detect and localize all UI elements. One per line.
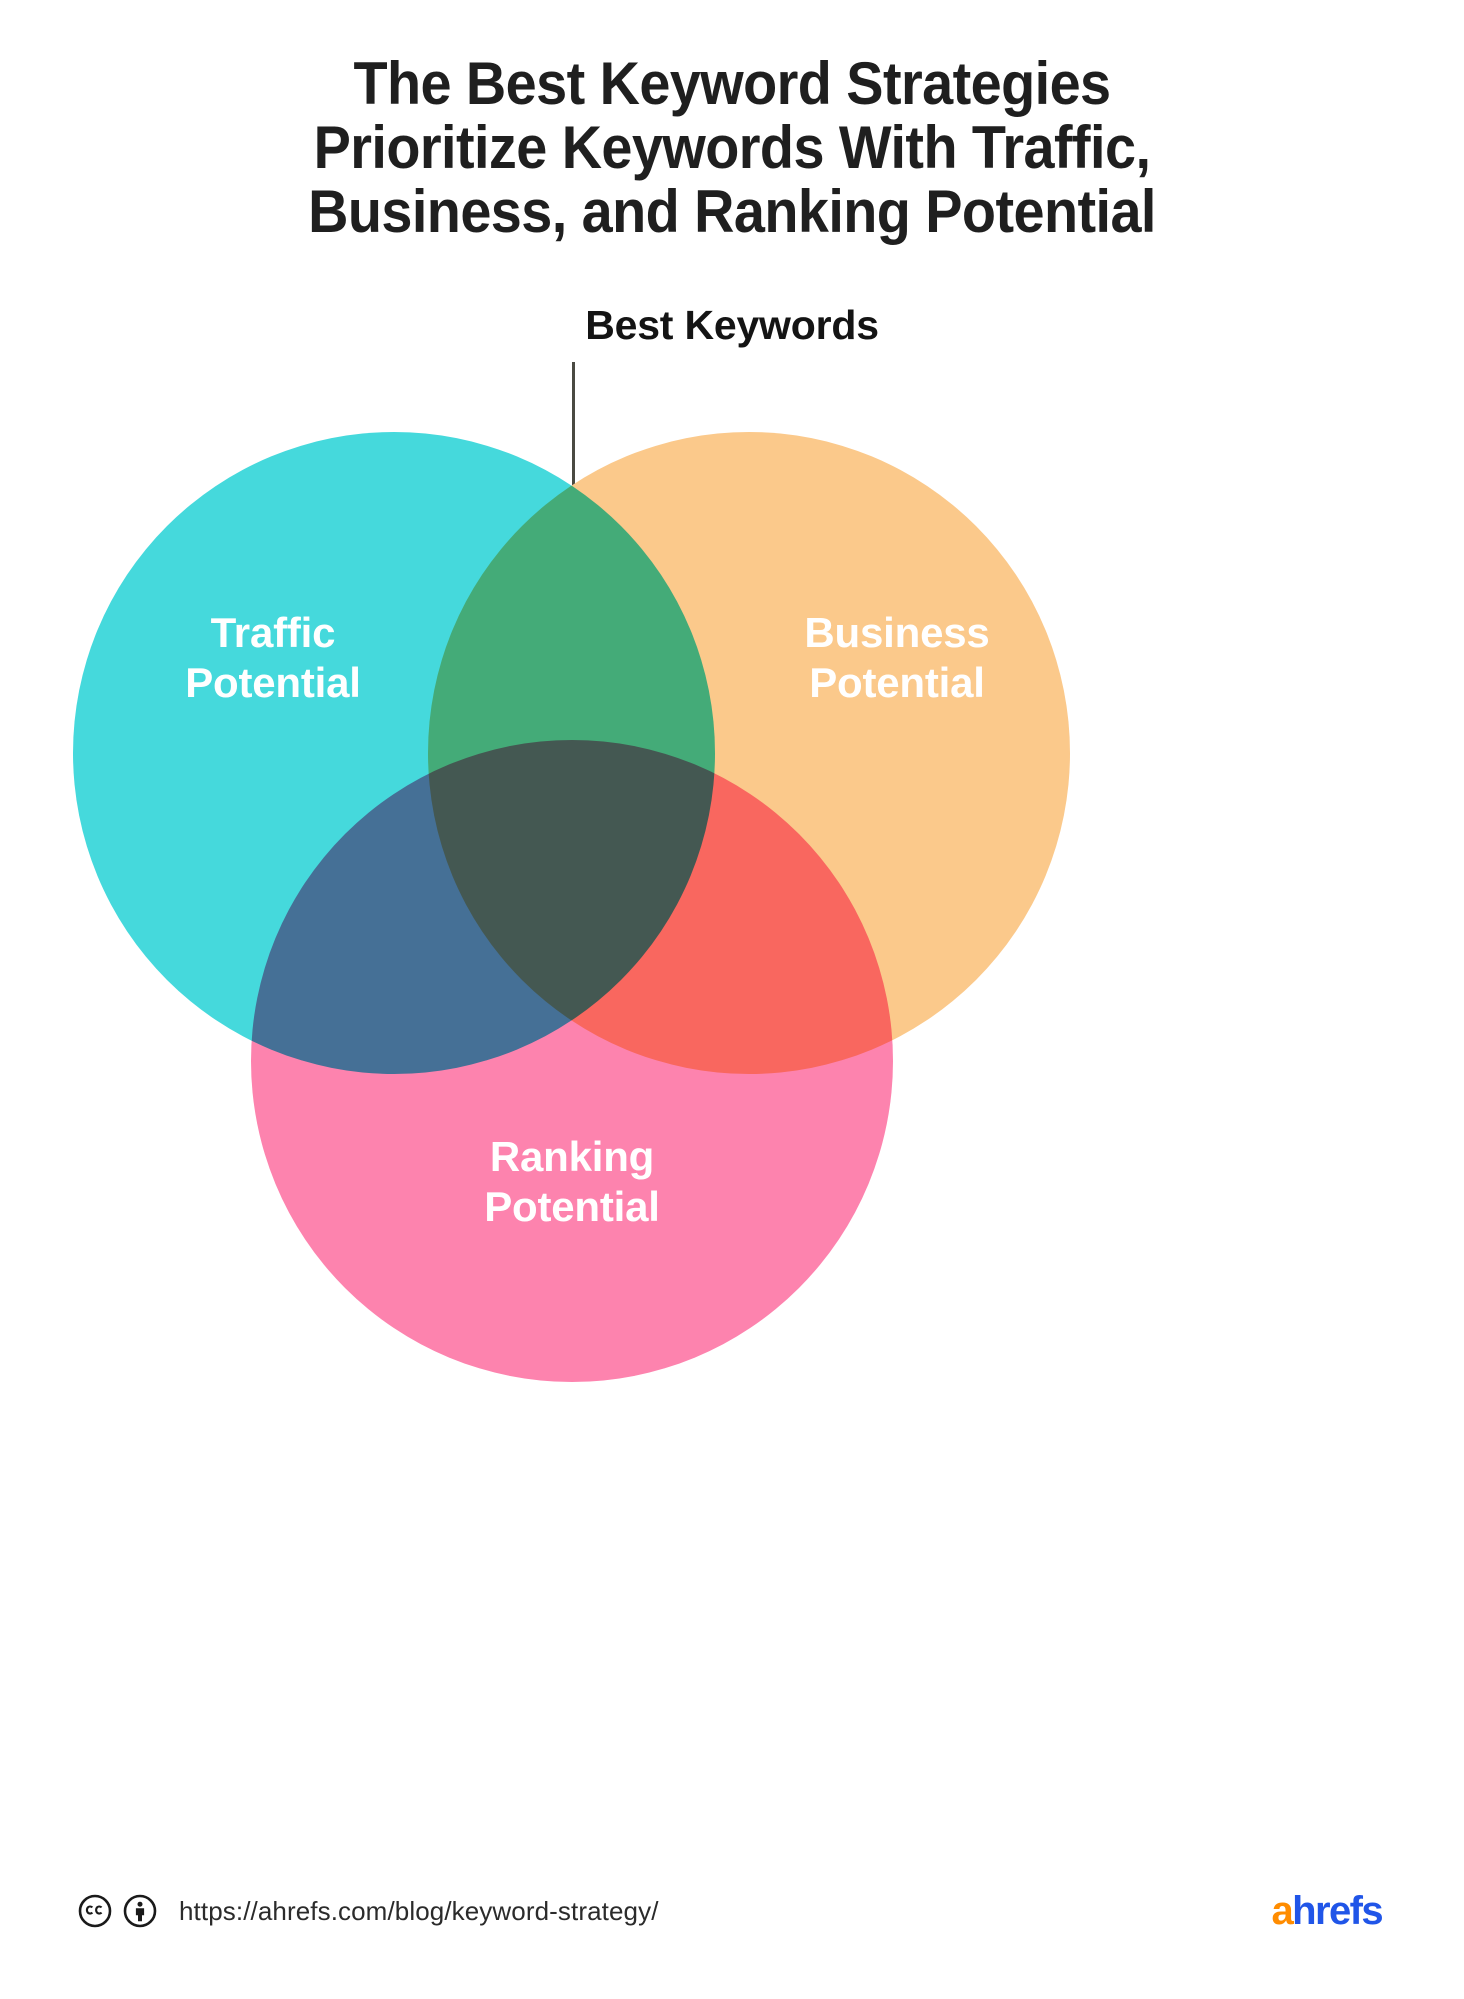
- footer: https://ahrefs.com/blog/keyword-strategy…: [0, 1881, 1464, 1941]
- title-line-2: Prioritize Keywords With Traffic,: [313, 114, 1151, 181]
- ahrefs-logo-hrefs: hrefs: [1292, 1888, 1383, 1933]
- venn-diagram: Traffic Potential Business Potential Ran…: [0, 380, 1464, 1440]
- title-line-3: Business, and Ranking Potential: [308, 178, 1156, 245]
- creative-commons-icon: [78, 1894, 112, 1928]
- ahrefs-logo-a: a: [1271, 1888, 1294, 1933]
- creative-commons-by-icon: [123, 1894, 157, 1928]
- page-title: The Best Keyword Strategies Prioritize K…: [0, 52, 1464, 244]
- best-keywords-callout-label: Best Keywords: [585, 302, 879, 348]
- title-line-1: The Best Keyword Strategies: [353, 50, 1111, 117]
- venn-label-ranking: Ranking Potential: [484, 1133, 660, 1230]
- venn-label-business: Business Potential: [804, 609, 990, 706]
- venn-label-traffic: Traffic Potential: [185, 609, 361, 706]
- venn-circle-ranking: [251, 740, 893, 1382]
- venn-circles-group: [0, 380, 1464, 1440]
- footer-attribution: https://ahrefs.com/blog/keyword-strategy…: [78, 1881, 659, 1941]
- source-url[interactable]: https://ahrefs.com/blog/keyword-strategy…: [179, 1895, 659, 1926]
